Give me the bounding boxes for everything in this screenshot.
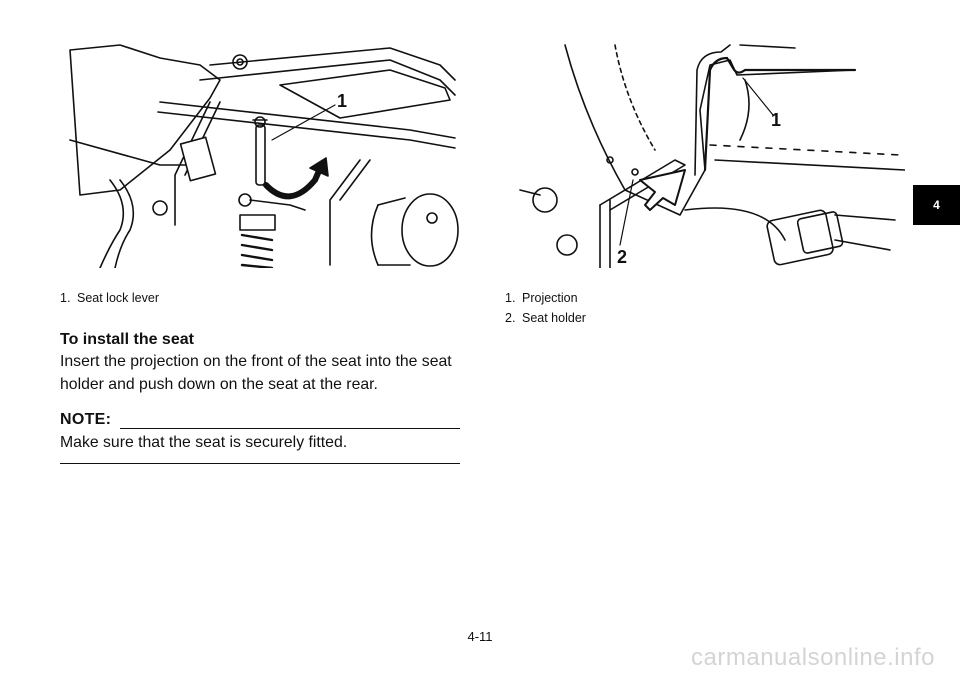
note-label: NOTE: [60, 411, 112, 428]
callout-2-right: 2 [617, 247, 627, 267]
note-bottom-divider [60, 463, 460, 464]
note-text: Make sure that the seat is securely fitt… [60, 434, 348, 451]
section-heading: To install the seat [60, 331, 194, 348]
note-divider [120, 428, 460, 429]
caption-item: 2.Seat holder [505, 311, 586, 325]
page-number: 4-11 [467, 629, 493, 644]
callout-1-right: 1 [771, 110, 781, 130]
caption-item: 1.Seat lock lever [60, 291, 159, 305]
note-header: NOTE: [60, 411, 460, 433]
watermark: carmanualsonline.info [691, 644, 935, 671]
chapter-tab: 4 [913, 185, 960, 225]
section-body: Insert the projection on the front of th… [60, 353, 452, 393]
callout-1-left: 1 [337, 91, 347, 111]
caption-item: 1.Projection [505, 291, 578, 305]
seat-lock-lever-illustration: 1 [69, 44, 459, 268]
figure-caption-right: 1.Projection 2.Seat holder [505, 288, 586, 328]
seat-holder-illustration: 1 2 [519, 44, 905, 268]
figure-caption-left: 1.Seat lock lever [60, 288, 159, 308]
